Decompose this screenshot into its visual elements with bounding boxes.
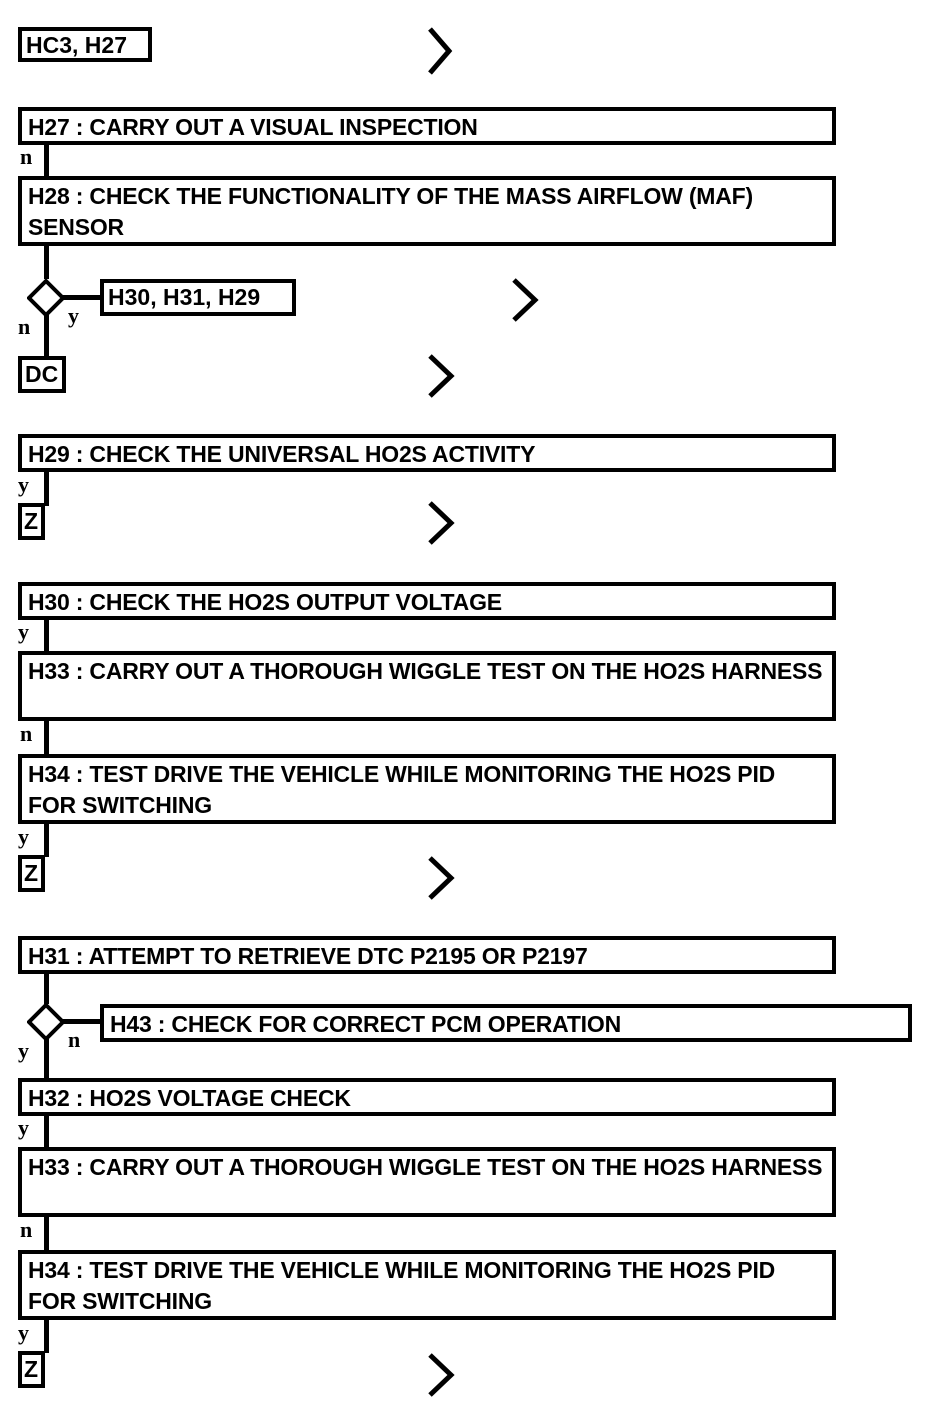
page-break-chevron-icon (427, 1352, 455, 1398)
step-box-h34-b[interactable]: H34 : TEST DRIVE THE VEHICLE WHILE MONIT… (18, 1250, 836, 1320)
branch-label-decision1-n: n (18, 314, 31, 339)
step-box-h29[interactable]: H29 : CHECK THE UNIVERSAL HO2S ACTIVITY (18, 434, 836, 472)
branch-label-h33a-n: n (20, 721, 33, 746)
connector-decision2-yes (44, 1039, 49, 1079)
connector-h33a-h34a (44, 721, 49, 754)
step-box-h27[interactable]: H27 : CARRY OUT A VISUAL INSPECTION (18, 107, 836, 145)
connector-tag-dc[interactable]: DC (18, 356, 66, 393)
branch-label-h30-y: y (18, 619, 29, 644)
branch-label-h32-y: y (18, 1115, 29, 1140)
branch-label-decision2-n: n (68, 1027, 81, 1052)
page-break-chevron-icon (427, 353, 455, 399)
branch-label-h33b-n: n (20, 1217, 33, 1242)
page-break-chevron-icon (427, 500, 455, 546)
step-box-h31[interactable]: H31 : ATTEMPT TO RETRIEVE DTC P2195 OR P… (18, 936, 836, 974)
branch-label-h34b-y: y (18, 1320, 29, 1345)
branch-label-h29-y: y (18, 472, 29, 497)
step-box-h28[interactable]: H28 : CHECK THE FUNCTIONALITY OF THE MAS… (18, 176, 836, 246)
connector-h30-h33a (44, 620, 49, 651)
connector-tag-hc3-h27[interactable]: HC3, H27 (18, 27, 152, 62)
connector-decision1-no (44, 315, 49, 357)
decision-diamond-2[interactable] (27, 1003, 65, 1041)
step-box-h32[interactable]: H32 : HO2S VOLTAGE CHECK (18, 1078, 836, 1116)
connector-decision2-no (63, 1019, 103, 1024)
connector-tag-h30-h31-h29[interactable]: H30, H31, H29 (100, 279, 296, 316)
connector-h27-h28 (44, 145, 49, 176)
page-break-chevron-icon (427, 855, 455, 901)
branch-label-h27-n: n (20, 144, 33, 169)
branch-label-decision2-y: y (18, 1038, 29, 1063)
connector-tag-z-2[interactable]: Z (18, 855, 45, 892)
connector-h31-decision2 (44, 974, 49, 1004)
page-break-chevron-icon (511, 277, 539, 323)
connector-h32-h33b (44, 1116, 49, 1147)
step-box-h34-a[interactable]: H34 : TEST DRIVE THE VEHICLE WHILE MONIT… (18, 754, 836, 824)
branch-label-h34a-y: y (18, 824, 29, 849)
connector-tag-z-3[interactable]: Z (18, 1351, 45, 1388)
connector-h34b-z (44, 1320, 49, 1353)
step-box-h43[interactable]: H43 : CHECK FOR CORRECT PCM OPERATION (100, 1004, 912, 1042)
connector-h28-decision1 (44, 246, 49, 279)
step-box-h30[interactable]: H30 : CHECK THE HO2S OUTPUT VOLTAGE (18, 582, 836, 620)
connector-decision1-yes (63, 295, 103, 300)
connector-h33b-h34b (44, 1217, 49, 1250)
connector-tag-z-1[interactable]: Z (18, 503, 45, 540)
step-box-h33-b[interactable]: H33 : CARRY OUT A THOROUGH WIGGLE TEST O… (18, 1147, 836, 1217)
connector-h34a-z (44, 824, 49, 857)
decision-diamond-1[interactable] (27, 279, 65, 317)
branch-label-decision1-y: y (68, 303, 79, 328)
step-box-h33-a[interactable]: H33 : CARRY OUT A THOROUGH WIGGLE TEST O… (18, 651, 836, 721)
connector-h29-z (44, 472, 49, 506)
page-break-chevron-icon (427, 26, 453, 76)
